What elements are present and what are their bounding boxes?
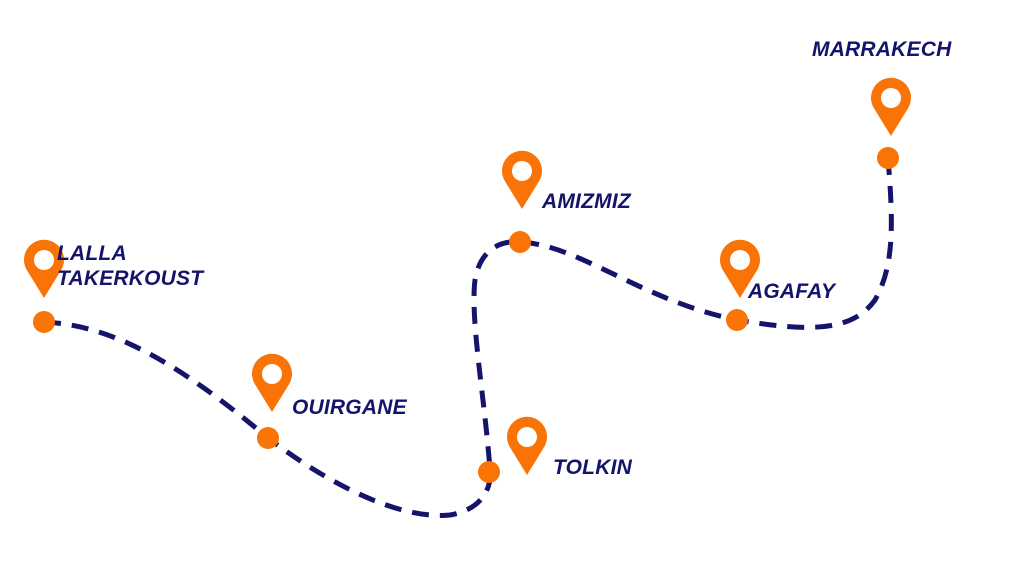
stop-dot-lalla-takerkoust — [33, 311, 55, 333]
stop-label-marrakech: MARRAKECH — [812, 37, 951, 62]
pin-hole — [730, 250, 750, 270]
map-pin-icon — [871, 77, 912, 136]
stop-dots — [33, 147, 899, 483]
stop-label-lalla-takerkoust: LALLA TAKERKOUST — [57, 241, 203, 291]
stop-label-line: AMIZMIZ — [542, 190, 631, 213]
pin-hole — [34, 250, 54, 270]
route-path — [43, 157, 894, 518]
pins — [24, 77, 912, 475]
pin-hole — [262, 364, 282, 384]
pin-hole — [512, 161, 532, 181]
map-pin-icon — [24, 239, 65, 298]
stop-label-line: LALLA — [57, 242, 127, 265]
stop-label-line: MARRAKECH — [812, 38, 952, 61]
pin-hole — [517, 427, 537, 447]
stop-label-line: TAKERKOUST — [57, 267, 204, 290]
stop-label-line: AGAFAY — [748, 280, 836, 303]
pin-hole — [881, 88, 901, 108]
map-pin-icon — [506, 416, 547, 475]
stop-label-line: TOLKIN — [553, 456, 632, 479]
map-pin-icon — [720, 239, 760, 298]
stop-label-tolkin: TOLKIN — [553, 455, 632, 480]
stop-dot-marrakech — [877, 147, 899, 169]
stop-label-ouirgane: OUIRGANE — [292, 395, 407, 420]
stop-dot-ouirgane — [257, 427, 279, 449]
stop-label-line: OUIRGANE — [292, 396, 407, 419]
map-pin-icon — [502, 150, 542, 209]
stop-dot-tolkin — [478, 461, 500, 483]
stop-dot-agafay — [726, 309, 748, 331]
stop-dot-amizmiz — [509, 231, 531, 253]
map-pin-icon — [251, 353, 292, 412]
stop-label-agafay: AGAFAY — [748, 279, 835, 304]
stop-label-amizmiz: AMIZMIZ — [542, 189, 631, 214]
